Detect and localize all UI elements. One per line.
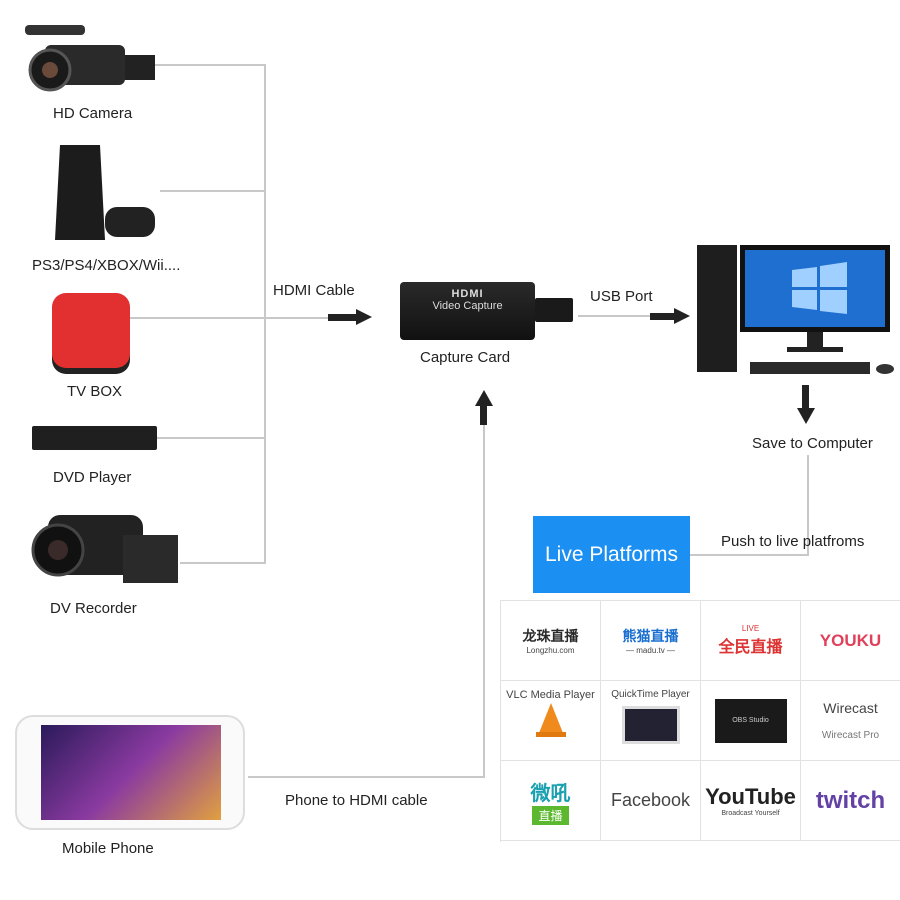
platform-quicktime: QuickTime Player (601, 681, 701, 761)
usb-plug (535, 298, 573, 322)
connector-line (264, 64, 266, 564)
usb-port-label: USB Port (590, 288, 653, 305)
platform-youku: YOUKU (801, 601, 900, 681)
connector-line (248, 776, 484, 778)
connector-line (130, 317, 330, 319)
connector-line (157, 437, 265, 439)
push-to-live-label: Push to live platfroms (721, 533, 865, 550)
connector-line (690, 554, 809, 556)
connector-line (160, 190, 265, 192)
arrow-right-icon (328, 314, 358, 321)
capture-card-label: Capture Card (420, 349, 511, 366)
save-to-computer-label: Save to Computer (752, 435, 873, 452)
arrow-up-icon (475, 390, 493, 406)
arrow-down-icon (802, 385, 809, 409)
camera-icon (20, 20, 160, 95)
platform-vlc: VLC Media Player (501, 681, 601, 761)
mobile-phone-image (15, 715, 245, 830)
connector-line (140, 64, 265, 66)
device-label: HD Camera (53, 105, 133, 122)
platform-twitch: twitch (801, 761, 900, 841)
arrow-down-icon (797, 408, 815, 424)
connector-line (578, 315, 650, 317)
device-label: DV Recorder (50, 600, 137, 617)
camcorder-icon (28, 505, 180, 585)
platform-obs: OBS Studio (701, 681, 801, 761)
computer-icon (697, 245, 897, 377)
capture-card-brand: HDMI (451, 288, 484, 300)
vlc-cone-icon (535, 703, 566, 737)
game-console-icon (50, 145, 160, 245)
device-label: DVD Player (53, 469, 132, 486)
connector-line (483, 412, 485, 778)
mobile-phone-label: Mobile Phone (62, 840, 154, 857)
tv-box-icon (52, 293, 130, 368)
device-label: TV BOX (67, 383, 123, 400)
connector-line (807, 455, 809, 556)
arrow-up-icon (480, 405, 487, 425)
live-platforms-box: Live Platforms (533, 516, 690, 593)
hdmi-cable-label: HDMI Cable (273, 282, 355, 299)
platform-madu: 熊猫直播— madu.tv — (601, 601, 701, 681)
platform-facebook: Facebook (601, 761, 701, 841)
arrow-right-icon (356, 309, 372, 325)
platform-weihou: 微吼直播 (501, 761, 601, 841)
device-label: PS3/PS4/XBOX/Wii.... (32, 257, 181, 274)
arrow-right-icon (674, 308, 690, 324)
phone-to-hdmi-label: Phone to HDMI cable (285, 792, 428, 809)
capture-card-subtitle: Video Capture (432, 300, 503, 312)
connector-line (180, 562, 265, 564)
dvd-player-icon (32, 426, 157, 450)
capture-card-image: HDMI Video Capture (400, 282, 535, 340)
arrow-right-icon (650, 313, 676, 320)
